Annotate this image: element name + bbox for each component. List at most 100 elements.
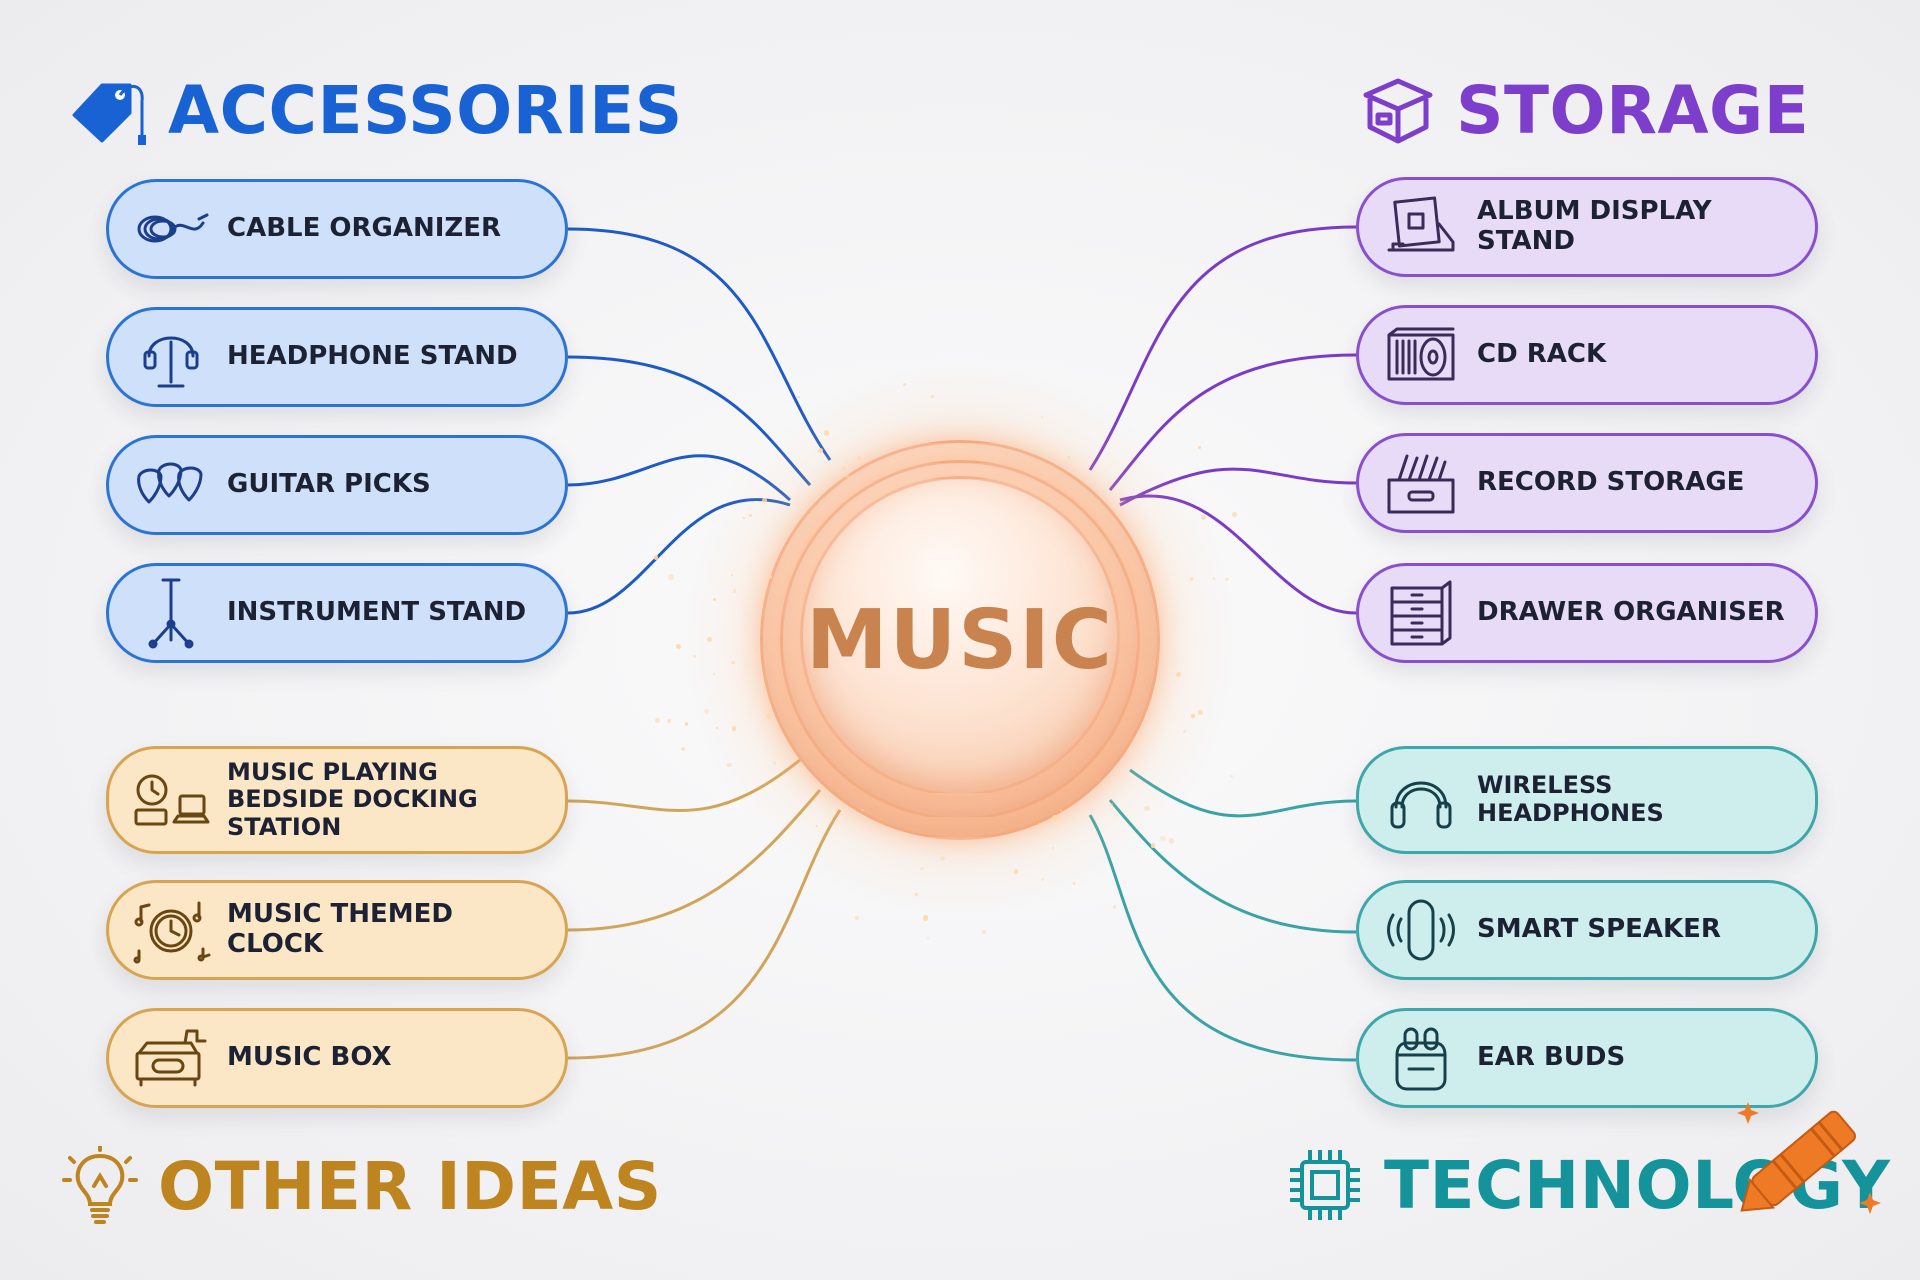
item-cable-organizer[interactable]: CABLE ORGANIZER bbox=[106, 179, 568, 279]
sparkle bbox=[1231, 512, 1237, 518]
item-label: CABLE ORGANIZER bbox=[227, 213, 502, 244]
sparkle bbox=[1198, 709, 1204, 715]
headphone-stand-icon bbox=[131, 322, 211, 392]
sparkle bbox=[815, 824, 818, 827]
sparkle bbox=[749, 513, 753, 517]
sparkle bbox=[810, 499, 814, 504]
item-ear-buds[interactable]: EAR BUDS bbox=[1356, 1008, 1818, 1108]
heading-label: STORAGE bbox=[1456, 72, 1810, 149]
item-label: SMART SPEAKER bbox=[1477, 914, 1721, 945]
sparkle bbox=[922, 915, 929, 921]
item-label: INSTRUMENT STAND bbox=[227, 597, 527, 628]
item-guitar-picks[interactable]: GUITAR PICKS bbox=[106, 435, 568, 535]
item-label: CD RACK bbox=[1477, 339, 1607, 370]
sparkle bbox=[939, 856, 945, 862]
clock-icon bbox=[131, 895, 211, 965]
item-record-storage[interactable]: RECORD STORAGE bbox=[1356, 433, 1818, 533]
heading-storage: STORAGE bbox=[1360, 72, 1809, 149]
sparkle bbox=[706, 636, 713, 643]
sparkle bbox=[931, 395, 935, 399]
sparkle bbox=[1143, 805, 1150, 812]
earbuds-icon bbox=[1381, 1023, 1461, 1093]
item-instrument-stand[interactable]: INSTRUMENT STAND bbox=[106, 563, 568, 663]
sparkle bbox=[713, 598, 716, 601]
item-music-box[interactable]: MUSIC BOX bbox=[106, 1008, 568, 1108]
item-cd-rack[interactable]: CD RACK bbox=[1356, 305, 1818, 405]
sparkle bbox=[732, 589, 737, 593]
sparkle bbox=[1197, 445, 1202, 450]
sparkle bbox=[666, 718, 672, 723]
item-label: MUSIC BOX bbox=[227, 1042, 392, 1073]
item-label: ALBUM DISPLAY STAND bbox=[1477, 196, 1712, 256]
sparkle bbox=[1040, 415, 1044, 419]
item-bedside-docking-station[interactable]: MUSIC PLAYING BEDSIDE DOCKING STATION bbox=[106, 746, 568, 854]
sparkle bbox=[981, 930, 986, 934]
sparkle bbox=[1230, 775, 1233, 778]
sparkle bbox=[926, 937, 929, 940]
album-stand-icon bbox=[1381, 192, 1461, 262]
item-label: MUSIC PLAYING BEDSIDE DOCKING STATION bbox=[227, 757, 478, 841]
sparkle bbox=[1151, 843, 1156, 848]
sparkle bbox=[675, 644, 681, 650]
heading-label: OTHER IDEAS bbox=[158, 1147, 662, 1225]
center-title: MUSIC bbox=[806, 592, 1114, 688]
sparkle bbox=[684, 722, 689, 726]
item-label: MUSIC THEMED CLOCK bbox=[227, 899, 453, 959]
docking-station-icon bbox=[131, 765, 211, 835]
item-label: EAR BUDS bbox=[1477, 1042, 1626, 1073]
item-label: RECORD STORAGE bbox=[1477, 467, 1745, 498]
drawers-icon bbox=[1381, 578, 1461, 648]
sparkle bbox=[1213, 577, 1216, 580]
sparkle bbox=[730, 573, 734, 577]
crayon-icon bbox=[1737, 1102, 1881, 1214]
sparkle bbox=[753, 647, 757, 651]
item-label: DRAWER ORGANISER bbox=[1477, 597, 1785, 628]
sparkle bbox=[1060, 809, 1063, 812]
sparkle bbox=[1175, 671, 1181, 677]
sparkle bbox=[1066, 455, 1071, 460]
sparkle bbox=[768, 575, 773, 579]
sparkle bbox=[703, 708, 710, 715]
sparkle bbox=[681, 747, 686, 751]
sparkle bbox=[765, 712, 772, 719]
record-crate-icon bbox=[1381, 448, 1461, 518]
sparkle bbox=[1052, 846, 1055, 850]
sparkle bbox=[1041, 877, 1045, 882]
sparkle bbox=[1014, 441, 1018, 444]
sparkle bbox=[732, 726, 737, 731]
sparkle bbox=[841, 465, 847, 471]
sparkle bbox=[742, 516, 746, 520]
item-album-display-stand[interactable]: ALBUM DISPLAY STAND bbox=[1356, 177, 1818, 277]
sparkle bbox=[1072, 882, 1076, 886]
sparkle bbox=[727, 762, 733, 768]
storage-box-icon bbox=[1363, 78, 1433, 143]
heading-accessories: ACCESSORIES bbox=[68, 72, 683, 149]
sparkle bbox=[1160, 835, 1166, 842]
center-hub: MUSIC bbox=[680, 360, 1240, 920]
item-drawer-organiser[interactable]: DRAWER ORGANISER bbox=[1356, 563, 1818, 663]
tripod-stand-icon bbox=[131, 578, 211, 649]
sparkle bbox=[902, 382, 907, 386]
item-label: WIRELESS HEADPHONES bbox=[1477, 771, 1664, 827]
sparkle bbox=[920, 867, 924, 871]
sparkle bbox=[861, 808, 864, 812]
guitar-picks-icon bbox=[131, 450, 211, 520]
item-label: GUITAR PICKS bbox=[227, 469, 431, 500]
sparkle bbox=[654, 717, 661, 724]
sparkle bbox=[1189, 576, 1194, 581]
sparkle bbox=[1108, 802, 1113, 807]
sparkle bbox=[1183, 730, 1187, 734]
sparkle bbox=[668, 574, 674, 580]
sparkle bbox=[1225, 578, 1229, 582]
chip-icon bbox=[1290, 1150, 1360, 1220]
item-wireless-headphones[interactable]: WIRELESS HEADPHONES bbox=[1356, 746, 1818, 854]
sparkle bbox=[1112, 905, 1117, 910]
sparkle bbox=[715, 726, 718, 729]
item-headphone-stand[interactable]: HEADPHONE STAND bbox=[106, 307, 568, 407]
item-smart-speaker[interactable]: SMART SPEAKER bbox=[1356, 880, 1818, 980]
sparkle bbox=[772, 761, 777, 765]
sparkle bbox=[1200, 514, 1206, 520]
sparkle bbox=[693, 655, 696, 658]
sparkle bbox=[915, 893, 918, 896]
item-music-themed-clock[interactable]: MUSIC THEMED CLOCK bbox=[106, 880, 568, 980]
